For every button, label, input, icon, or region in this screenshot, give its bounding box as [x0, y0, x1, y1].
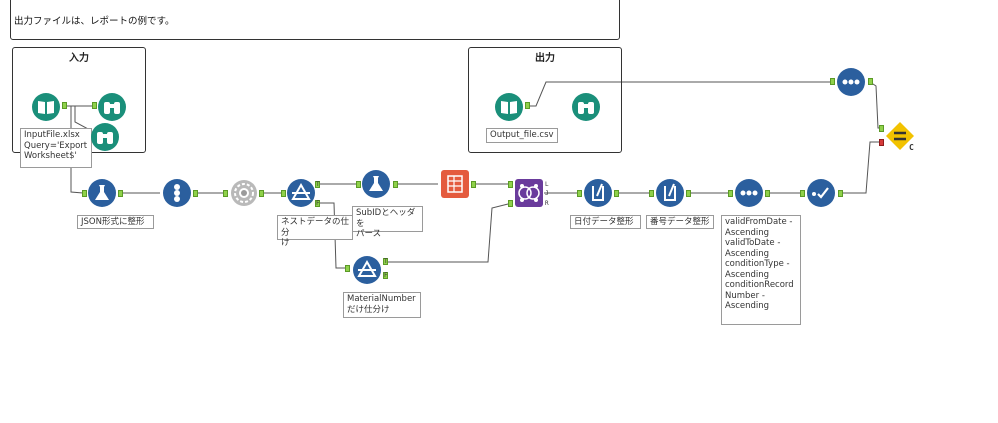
numbered-list-icon	[163, 179, 191, 207]
test-input-anchor-1[interactable]	[879, 125, 884, 132]
json-parse-tool[interactable]	[87, 178, 117, 208]
output-file-label: Output_file.csv	[486, 128, 558, 143]
subid-formula-tool[interactable]	[361, 169, 391, 199]
join-l-tag: L	[545, 181, 549, 188]
sort-icon	[807, 179, 835, 207]
input-data-tool[interactable]	[31, 92, 61, 122]
nested-filter-true-tag: T	[316, 181, 320, 188]
delta-filter-icon	[287, 179, 315, 207]
book-icon	[495, 93, 523, 121]
top-select-input-anchor[interactable]	[830, 78, 835, 85]
material-filter-false-anchor[interactable]	[383, 272, 388, 279]
join-tool[interactable]	[514, 178, 544, 208]
test-input-anchor-2[interactable]	[879, 139, 884, 146]
top-select-output-anchor[interactable]	[868, 78, 873, 85]
nested-filter-true-anchor[interactable]	[315, 181, 320, 188]
join-left-anchor[interactable]	[508, 181, 513, 188]
binoculars-icon	[91, 123, 119, 151]
test-tool[interactable]	[885, 121, 915, 151]
report-output-anchor[interactable]	[471, 181, 476, 188]
output-data-output-anchor[interactable]	[525, 102, 530, 109]
binoculars-icon	[98, 93, 126, 121]
sort-label: validFromDate - Ascending validToDate - …	[721, 215, 801, 325]
input-output-anchor[interactable]	[62, 102, 67, 109]
input-container-title: 入力	[69, 53, 89, 64]
output-browse-tool[interactable]	[571, 92, 601, 122]
report-table-icon	[441, 170, 469, 198]
json-parse-output-anchor[interactable]	[118, 190, 123, 197]
gear-icon	[231, 180, 257, 206]
select-dots-icon	[837, 68, 865, 96]
gear-output-anchor[interactable]	[259, 190, 264, 197]
material-filter-input-anchor[interactable]	[345, 265, 350, 272]
output-container-title: 出力	[535, 53, 555, 64]
nested-filter-false-anchor[interactable]	[315, 200, 320, 207]
subid-output-anchor[interactable]	[393, 181, 398, 188]
join-right-anchor[interactable]	[508, 200, 513, 207]
material-filter-true-anchor[interactable]	[383, 258, 388, 265]
json-parse-label: JSON形式に整形	[77, 215, 154, 229]
gear-tool[interactable]	[229, 178, 259, 208]
output-data-tool[interactable]	[494, 92, 524, 122]
number-formula-input-anchor[interactable]	[649, 190, 654, 197]
header-note-box: 出力ファイルは、レポートの例です。	[10, 0, 620, 40]
report-tool[interactable]	[440, 169, 470, 199]
top-select-tool[interactable]	[836, 67, 866, 97]
nested-filter-label: ネストデータの仕分 け	[277, 215, 353, 248]
select-output-anchor[interactable]	[838, 190, 843, 197]
browse-1-input-anchor[interactable]	[92, 102, 97, 109]
equals-test-icon	[886, 122, 914, 150]
header-note-text: 出力ファイルは、レポートの例です。	[14, 16, 175, 27]
select-tool[interactable]	[806, 178, 836, 208]
browse-tool-1[interactable]	[97, 92, 127, 122]
binoculars-icon	[572, 93, 600, 121]
test-c-tag: C	[909, 143, 914, 152]
date-formula-tool[interactable]	[583, 178, 613, 208]
sort-output-anchor[interactable]	[765, 190, 770, 197]
gear-input-anchor[interactable]	[223, 190, 228, 197]
nested-filter-tool[interactable]	[286, 178, 316, 208]
material-filter-label: MaterialNumber だけ仕分け	[343, 292, 421, 318]
date-formula-output-anchor[interactable]	[614, 190, 619, 197]
record-id-tool[interactable]	[162, 178, 192, 208]
join-icon	[515, 179, 543, 207]
nested-filter-false-tag: F	[316, 200, 320, 207]
join-r-tag: R	[545, 200, 549, 207]
formula-icon	[584, 179, 612, 207]
json-parse-input-anchor[interactable]	[82, 190, 87, 197]
delta-filter-icon	[353, 256, 381, 284]
number-formula-tool[interactable]	[655, 178, 685, 208]
record-id-output-anchor[interactable]	[193, 190, 198, 197]
sort-tool[interactable]	[734, 178, 764, 208]
subid-formula-label: SubIDとヘッダを パース	[352, 206, 423, 239]
browse-tool-2[interactable]	[90, 122, 120, 152]
nested-filter-input-anchor[interactable]	[281, 190, 286, 197]
input-tool-label: InputFile.xlsx Query='Export Worksheet$'	[20, 128, 92, 168]
output-container[interactable]: 出力	[468, 47, 622, 153]
book-icon	[32, 93, 60, 121]
formula-icon	[656, 179, 684, 207]
join-j-tag: J	[545, 190, 549, 197]
material-filter-true-tag: T	[384, 258, 388, 265]
number-formula-output-anchor[interactable]	[686, 190, 691, 197]
flask-icon	[88, 179, 116, 207]
number-formula-label: 番号データ整形	[646, 215, 714, 229]
subid-input-anchor[interactable]	[356, 181, 361, 188]
select-dots-icon	[735, 179, 763, 207]
material-filter-false-tag: F	[384, 272, 388, 279]
date-formula-label: 日付データ整形	[570, 215, 641, 229]
material-filter-tool[interactable]	[352, 255, 382, 285]
date-formula-input-anchor[interactable]	[577, 190, 582, 197]
flask-icon	[362, 170, 390, 198]
select-input-anchor[interactable]	[800, 190, 805, 197]
sort-input-anchor[interactable]	[728, 190, 733, 197]
